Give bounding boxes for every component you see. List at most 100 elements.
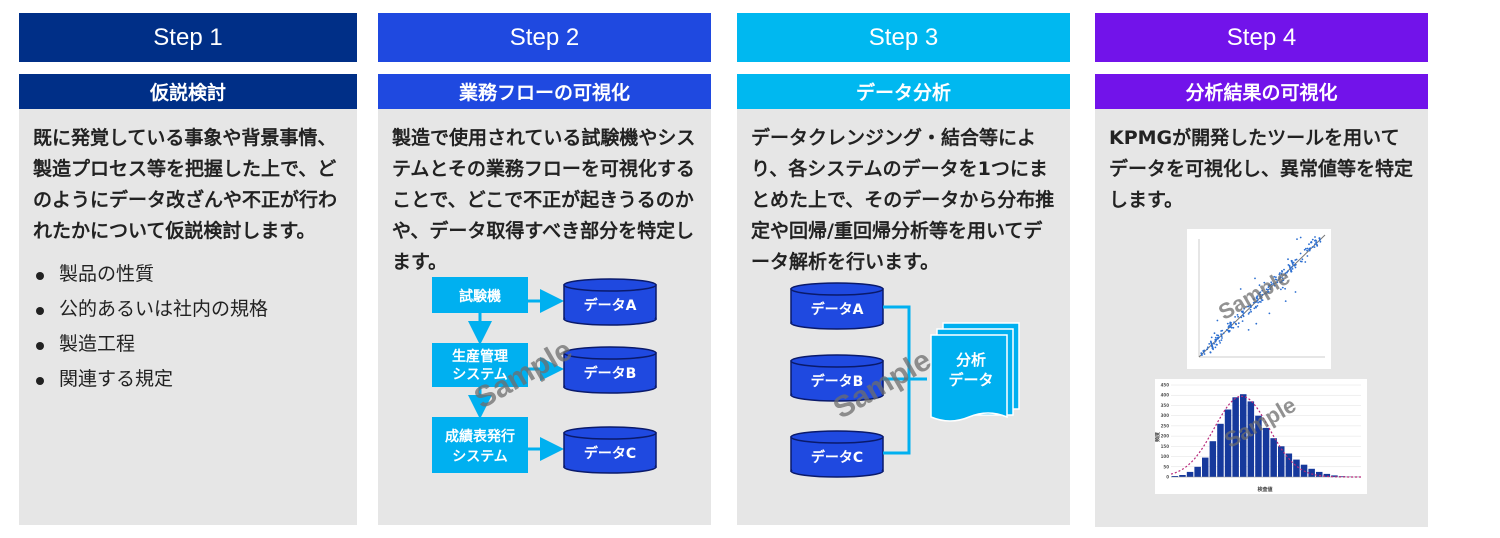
scatter-point bbox=[1294, 266, 1297, 269]
scatter-point bbox=[1292, 261, 1295, 264]
scatter-point bbox=[1228, 330, 1231, 332]
histogram-bar bbox=[1331, 475, 1338, 477]
scatter-point bbox=[1218, 340, 1221, 342]
scatter-point bbox=[1314, 243, 1316, 246]
step-2-header: Step 2 bbox=[378, 13, 711, 62]
scatter-point bbox=[1311, 238, 1314, 241]
scatter-point bbox=[1242, 312, 1245, 314]
bullet-item: 製造工程 bbox=[33, 327, 345, 362]
scatter-point bbox=[1308, 248, 1310, 251]
scatter-point bbox=[1287, 264, 1290, 266]
histogram-bar bbox=[1316, 471, 1323, 477]
scatter-point bbox=[1275, 276, 1277, 279]
histogram-bar bbox=[1217, 423, 1224, 477]
histogram-bar bbox=[1171, 476, 1179, 477]
scatter-point bbox=[1233, 321, 1235, 323]
normal-curve bbox=[1170, 395, 1361, 478]
scatter-point bbox=[1242, 310, 1244, 313]
scatter-point bbox=[1249, 308, 1252, 311]
scatter-point bbox=[1258, 284, 1261, 287]
step-1-bullets: 製品の性質 公的あるいは社内の規格 製造工程 関連する規定 bbox=[33, 257, 345, 397]
scatter-point bbox=[1229, 326, 1232, 328]
scatter-point bbox=[1243, 307, 1245, 310]
scatter-point bbox=[1280, 288, 1282, 291]
scatter-point bbox=[1252, 298, 1255, 300]
scatter-plot-svg bbox=[1198, 234, 1326, 358]
database-cylinder: データA bbox=[563, 278, 657, 326]
system-box-report bbox=[432, 417, 528, 473]
scatter-point bbox=[1304, 261, 1307, 263]
scatter-point bbox=[1294, 259, 1297, 261]
scatter-point bbox=[1236, 314, 1239, 316]
scatter-point bbox=[1314, 239, 1316, 242]
document-label: データ bbox=[948, 371, 993, 389]
database-label: データA bbox=[811, 301, 864, 318]
step-3-column: Step 3 データ分析 データクレンジング・結合等により、各システムのデータを… bbox=[737, 13, 1070, 525]
scatter-points bbox=[1200, 236, 1322, 356]
step-3-body: データクレンジング・結合等により、各システムのデータを1つにまとめた上で、そのデ… bbox=[737, 109, 1070, 525]
histogram-bar bbox=[1240, 394, 1247, 477]
scatter-point bbox=[1225, 329, 1228, 331]
step-3-header: Step 3 bbox=[737, 13, 1070, 62]
scatter-point bbox=[1255, 301, 1258, 303]
scatter-point bbox=[1250, 310, 1252, 313]
scatter-point bbox=[1260, 297, 1263, 300]
scatter-point bbox=[1237, 322, 1240, 325]
system-label: システム bbox=[452, 367, 508, 383]
scatter-point bbox=[1273, 275, 1276, 278]
scatter-point bbox=[1206, 346, 1209, 349]
y-tick-label: 450 bbox=[1161, 383, 1170, 388]
scatter-point bbox=[1306, 247, 1309, 250]
system-label: システム bbox=[452, 449, 508, 465]
scatter-point bbox=[1237, 325, 1240, 328]
scatter-point bbox=[1265, 288, 1268, 291]
step-2-body: 製造で使用されている試験機やシステムとその業務フローを可視化することで、どこで不… bbox=[378, 109, 711, 525]
scatter-point bbox=[1301, 258, 1304, 261]
scatter-point bbox=[1214, 346, 1217, 349]
database-label: データC bbox=[811, 449, 863, 466]
histogram-bar bbox=[1186, 471, 1194, 477]
scatter-point bbox=[1252, 301, 1255, 304]
bullet-item: 関連する規定 bbox=[33, 362, 345, 397]
scatter-point bbox=[1222, 332, 1225, 335]
scatter-point bbox=[1273, 284, 1276, 287]
scatter-point bbox=[1221, 329, 1224, 332]
scatter-point bbox=[1315, 240, 1318, 242]
scatter-point bbox=[1208, 343, 1211, 345]
y-tick-label: 350 bbox=[1161, 403, 1170, 408]
histogram-bar bbox=[1262, 427, 1270, 477]
histogram-bar bbox=[1308, 468, 1315, 477]
scatter-point bbox=[1216, 319, 1219, 322]
scatter-point bbox=[1234, 322, 1237, 325]
scatter-point bbox=[1319, 240, 1322, 243]
histogram-bar bbox=[1338, 476, 1346, 477]
scatter-point bbox=[1240, 316, 1243, 319]
scatter-point bbox=[1200, 352, 1203, 355]
system-label: 成績表発行 bbox=[445, 428, 515, 445]
scatter-point bbox=[1213, 342, 1215, 345]
data-analysis-diagram: データA データB データC bbox=[787, 277, 1027, 497]
scatter-point bbox=[1315, 242, 1318, 244]
scatter-point bbox=[1280, 273, 1283, 276]
scatter-point bbox=[1256, 297, 1259, 299]
database-cylinder: データC bbox=[790, 430, 884, 478]
scatter-point bbox=[1260, 301, 1262, 303]
scatter-point bbox=[1214, 336, 1217, 339]
scatter-point bbox=[1308, 243, 1310, 246]
scatter-point bbox=[1305, 247, 1307, 250]
scatter-point bbox=[1248, 311, 1251, 314]
scatter-point bbox=[1296, 238, 1298, 240]
histogram-bar bbox=[1232, 397, 1239, 477]
scatter-point bbox=[1270, 281, 1273, 284]
y-tick-label: 100 bbox=[1161, 454, 1170, 459]
scatter-point bbox=[1239, 288, 1242, 290]
bullet-item: 公的あるいは社内の規格 bbox=[33, 292, 345, 327]
scatter-point bbox=[1267, 290, 1270, 293]
step-2-description: 製造で使用されている試験機やシステムとその業務フローを可視化することで、どこで不… bbox=[392, 127, 696, 273]
step-4-header: Step 4 bbox=[1095, 13, 1428, 62]
scatter-point bbox=[1237, 315, 1239, 318]
scatter-point bbox=[1287, 270, 1289, 273]
scatter-point bbox=[1219, 342, 1221, 344]
scatter-point bbox=[1226, 322, 1229, 325]
